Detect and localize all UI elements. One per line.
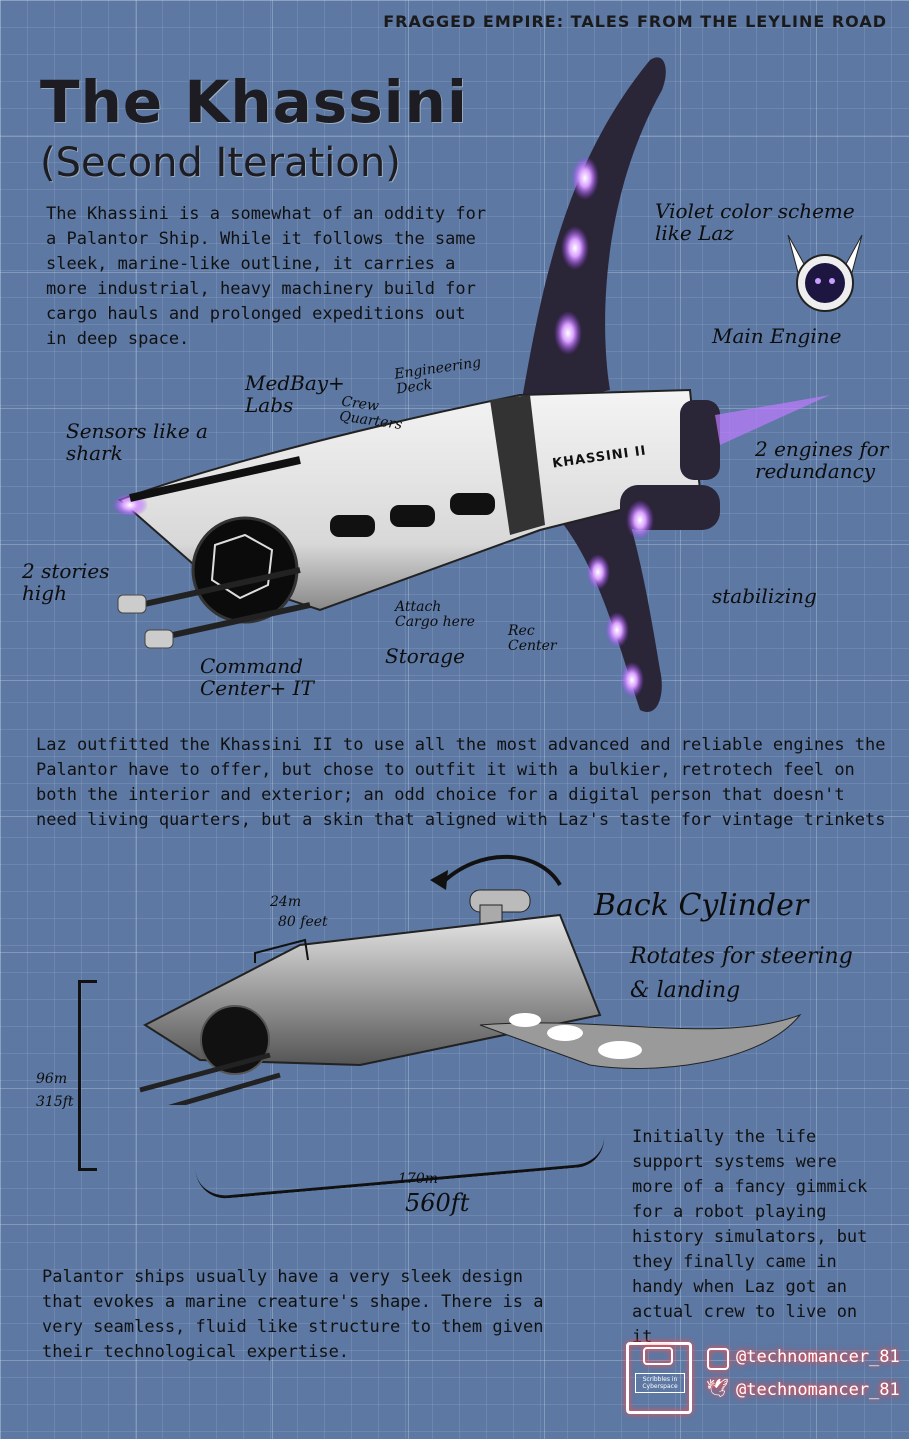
instagram-icon [707, 1348, 729, 1370]
note-two-stories: 2 stories high [22, 559, 110, 605]
note-storage: Storage [385, 644, 465, 668]
intro-paragraph: The Khassini is a somewhat of an oddity … [46, 204, 487, 349]
twitter-icon: 🕊 [706, 1378, 729, 1399]
note-command-center: Command Center+ IT [200, 654, 314, 700]
middle-paragraph: Laz outfitted the Khassini II to use all… [36, 735, 886, 830]
note-violet: Violet color scheme like Laz [655, 199, 855, 245]
series-header: FRAGGED EMPIRE: TALES FROM THE LEYLINE R… [383, 12, 887, 31]
page-subtitle: (Second Iteration) [40, 140, 401, 186]
note-width-feet: 560ft [405, 1189, 470, 1217]
note-rec-center: Rec Center [508, 623, 557, 654]
height-bracket [78, 980, 97, 1171]
note-length-meters: 24m [270, 894, 302, 910]
floppy-shutter [643, 1347, 673, 1365]
note-sensors: Sensors like a shark [66, 419, 208, 465]
logo-text: Scribbles in Cyberspace [635, 1373, 685, 1393]
note-length-feet: 80 feet [278, 914, 328, 930]
note-back-cylinder: Back Cylinder [594, 888, 809, 923]
ship-illustration-top [112, 57, 830, 712]
note-two-engines: 2 engines for redundancy [755, 437, 889, 483]
note-rotates: Rotates for steering & landing [630, 944, 853, 1003]
twitter-handle-link[interactable]: @technomancer_81 [736, 1380, 900, 1400]
floppy-logo: Scribbles in Cyberspace [626, 1342, 692, 1414]
laz-helmet-icon [787, 235, 863, 312]
bottom-paragraph: Palantor ships usually have a very sleek… [42, 1267, 544, 1362]
note-stabilizing: stabilizing [712, 584, 817, 608]
page-title: The Khassini [40, 68, 468, 136]
note-medbay: MedBay+ Labs [245, 371, 345, 417]
instagram-handle-link[interactable]: @technomancer_81 [736, 1347, 900, 1367]
ship-illustration-bottom [139, 854, 802, 1105]
width-bracket [195, 1132, 607, 1201]
note-width-meters: 170m [398, 1171, 438, 1187]
note-main-engine: Main Engine [712, 324, 842, 348]
note-attach-cargo: Attach Cargo here [395, 599, 475, 630]
note-height-meters: 96m [36, 1071, 68, 1087]
life-support-paragraph: Initially the life support systems were … [632, 1127, 868, 1347]
note-height-feet: 315ft [36, 1094, 74, 1110]
